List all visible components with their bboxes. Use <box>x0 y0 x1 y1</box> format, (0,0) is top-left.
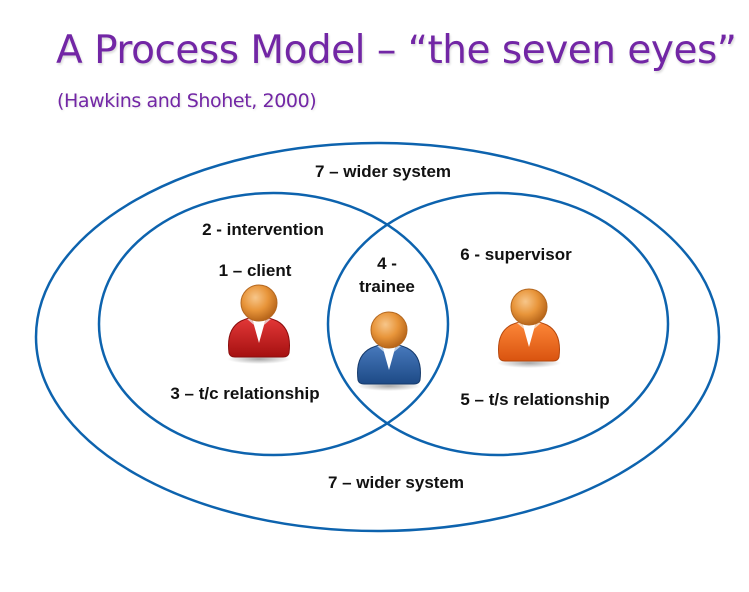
label-client: 1 – client <box>219 261 292 280</box>
person-icon-client <box>227 284 291 364</box>
label-supervisor: 6 - supervisor <box>460 245 572 264</box>
slide-title: A Process Model – “the seven eyes” <box>56 28 737 73</box>
label-wider-system-bottom: 7 – wider system <box>328 473 464 492</box>
right-circle-trainee-supervisor <box>326 191 670 457</box>
label-trainee-line1: 4 - <box>377 254 397 273</box>
outer-ellipse-wider-system <box>34 141 721 533</box>
label-intervention: 2 - intervention <box>202 220 324 239</box>
label-tc-relationship: 3 – t/c relationship <box>170 384 319 403</box>
label-ts-relationship: 5 – t/s relationship <box>460 390 609 409</box>
person-icon-trainee <box>357 311 421 391</box>
label-trainee-line2: trainee <box>359 277 415 296</box>
left-circle-client-trainee <box>97 191 450 457</box>
label-wider-system-top: 7 – wider system <box>315 162 451 181</box>
person-icon-supervisor <box>497 288 561 368</box>
slide-subtitle: (Hawkins and Shohet, 2000) <box>57 90 317 112</box>
